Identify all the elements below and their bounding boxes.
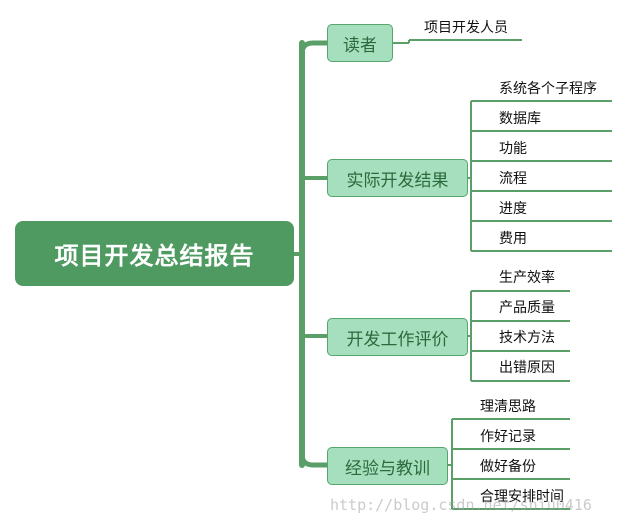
leaf-lessons-learned-0[interactable]: 理清思路 — [480, 399, 536, 415]
leaf-actual-results-0[interactable]: 系统各个子程序 — [499, 81, 597, 97]
branch-lessons-learned[interactable]: 经验与教训 — [327, 447, 448, 485]
leaf-lessons-learned-3[interactable]: 合理安排时间 — [480, 489, 564, 505]
leaf-actual-results-5[interactable]: 费用 — [499, 231, 527, 247]
leaf-readers-0[interactable]: 项目开发人员 — [424, 20, 508, 36]
branch-readers[interactable]: 读者 — [327, 24, 393, 62]
watermark: http://blog.csdn.net/sniu0416 — [330, 496, 592, 514]
leaf-actual-results-2[interactable]: 功能 — [499, 141, 527, 157]
leaf-actual-results-3[interactable]: 流程 — [499, 171, 527, 187]
leaf-actual-results-4[interactable]: 进度 — [499, 201, 527, 217]
trunk-to-branch-3 — [299, 453, 327, 468]
root-topic[interactable]: 项目开发总结报告 — [15, 221, 294, 286]
leaf-work-evaluation-1[interactable]: 产品质量 — [499, 300, 555, 316]
branch-actual-results[interactable]: 实际开发结果 — [327, 159, 468, 197]
leaf-work-evaluation-2[interactable]: 技术方法 — [499, 330, 555, 346]
leaf-work-evaluation-3[interactable]: 出错原因 — [499, 360, 555, 376]
branch-work-evaluation[interactable]: 开发工作评价 — [327, 318, 468, 356]
leaf-lessons-learned-2[interactable]: 做好备份 — [480, 459, 536, 475]
leaf-work-evaluation-0[interactable]: 生产效率 — [499, 270, 555, 286]
trunk-to-branch-0 — [299, 40, 327, 55]
leaf-lessons-learned-1[interactable]: 作好记录 — [480, 429, 536, 445]
leaf-actual-results-1[interactable]: 数据库 — [499, 111, 541, 127]
